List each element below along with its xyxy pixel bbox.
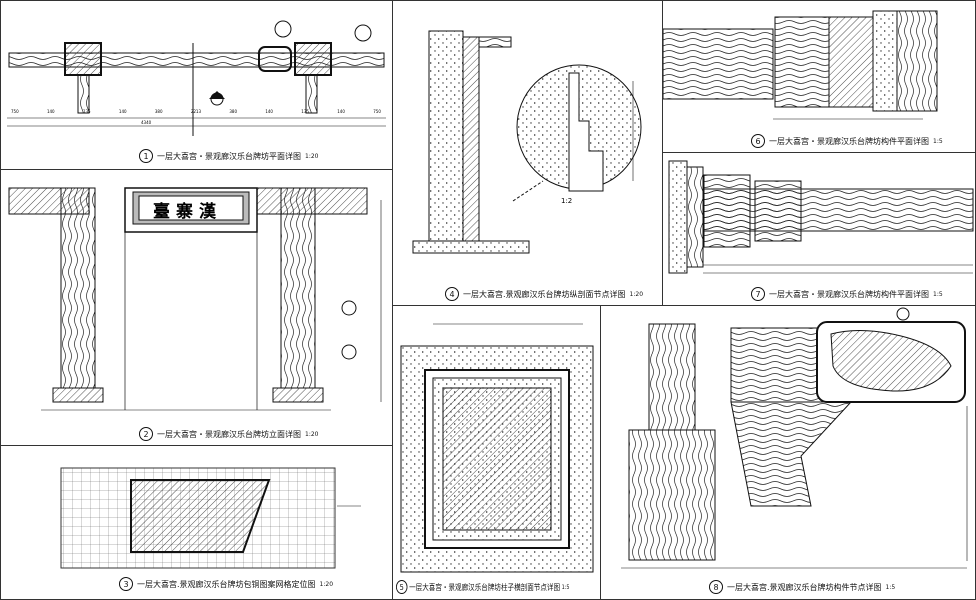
component-plan-b-drawing [668, 160, 974, 274]
detail-scale-label: 1:2 [561, 197, 573, 205]
grid-drawing [60, 467, 361, 569]
plaque-inscription: 臺寨漢 [153, 202, 222, 222]
plan-total-dimension: 4340 [141, 120, 152, 125]
component-node-drawing [621, 307, 968, 569]
elevation-drawing [8, 187, 382, 411]
column-section-drawing [400, 323, 594, 573]
component-plan-a-drawing [663, 10, 938, 120]
plan-drawing [7, 20, 386, 136]
section-drawing [412, 30, 642, 254]
